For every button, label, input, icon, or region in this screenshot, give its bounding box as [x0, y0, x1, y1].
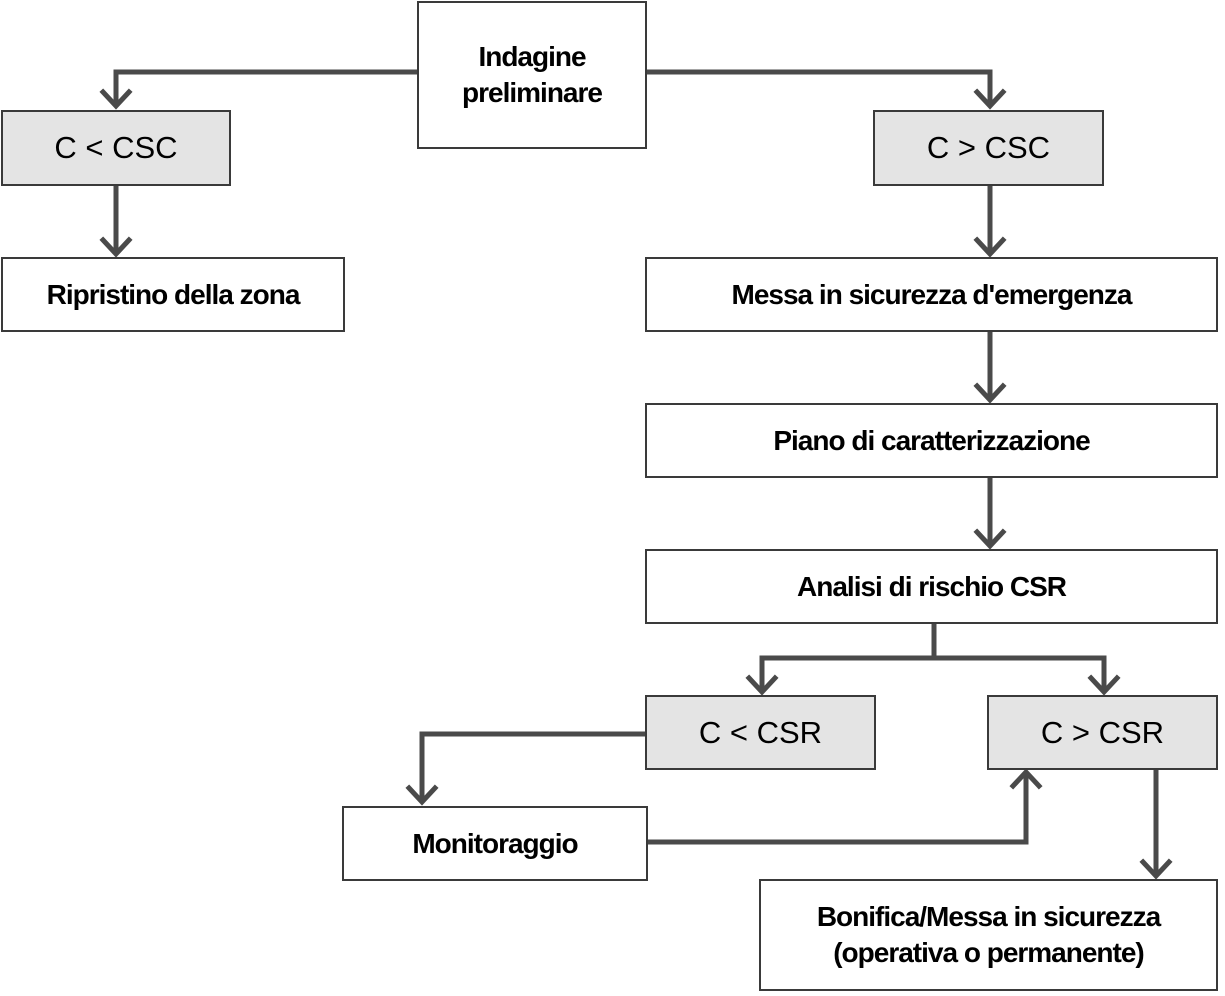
edge-indagine-to-c-gt-csc — [646, 69, 1007, 110]
node-indagine-line2: preliminare — [462, 77, 603, 108]
node-c-lt-csr-label: C < CSR — [698, 714, 823, 750]
node-c-lt-csr: C < CSR — [645, 695, 876, 770]
node-ripristino-label: Ripristino della zona — [46, 278, 301, 310]
node-analisi-label: Analisi di rischio CSR — [797, 570, 1067, 602]
edge-c-gt-csc-to-messa-emergenza — [973, 184, 1007, 258]
edge-analisi-to-c-lt-csr — [745, 622, 937, 696]
node-indagine-line1: Indagine — [478, 41, 586, 73]
node-bonifica-line2: (operativa o permanente) — [833, 937, 1145, 968]
node-bonifica: Bonifica/Messa in sicurezza (operativa o… — [759, 879, 1218, 991]
edge-indagine-to-c-lt-csc — [99, 69, 418, 110]
edge-c-lt-csr-to-monitoraggio — [405, 731, 646, 806]
node-ripristino-della-zona: Ripristino della zona — [1, 257, 345, 332]
node-messa-in-sicurezza-emergenza: Messa in sicurezza d'emergenza — [645, 257, 1218, 332]
node-piano-di-caratterizzazione: Piano di caratterizzazione — [645, 403, 1218, 478]
edge-messa-emergenza-to-piano — [973, 330, 1007, 404]
edge-c-gt-csr-to-bonifica — [1139, 768, 1173, 880]
node-indagine-preliminare: Indagine preliminare — [417, 1, 647, 149]
node-analisi-di-rischio: Analisi di rischio CSR — [645, 549, 1218, 624]
node-piano-label: Piano di caratterizzazione — [773, 424, 1090, 456]
edge-piano-to-analisi — [973, 476, 1007, 550]
edge-c-lt-csc-to-ripristino — [99, 184, 133, 258]
edge-analisi-to-c-gt-csr — [934, 655, 1121, 696]
node-c-gt-csc: C > CSC — [873, 110, 1104, 186]
node-c-lt-csc: C < CSC — [1, 110, 231, 186]
edge-monitoraggio-to-c-gt-csr — [646, 768, 1043, 845]
node-c-gt-csr: C > CSR — [987, 695, 1218, 770]
node-monitoraggio: Monitoraggio — [342, 806, 648, 881]
node-messa-emergenza-label: Messa in sicurezza d'emergenza — [731, 278, 1133, 310]
node-c-gt-csr-label: C > CSR — [1040, 714, 1165, 750]
node-c-gt-csc-label: C > CSC — [926, 130, 1051, 165]
node-monitoraggio-label: Monitoraggio — [412, 827, 578, 859]
node-bonifica-line1: Bonifica/Messa in sicurezza — [816, 901, 1161, 933]
node-c-lt-csc-label: C < CSC — [54, 130, 178, 165]
